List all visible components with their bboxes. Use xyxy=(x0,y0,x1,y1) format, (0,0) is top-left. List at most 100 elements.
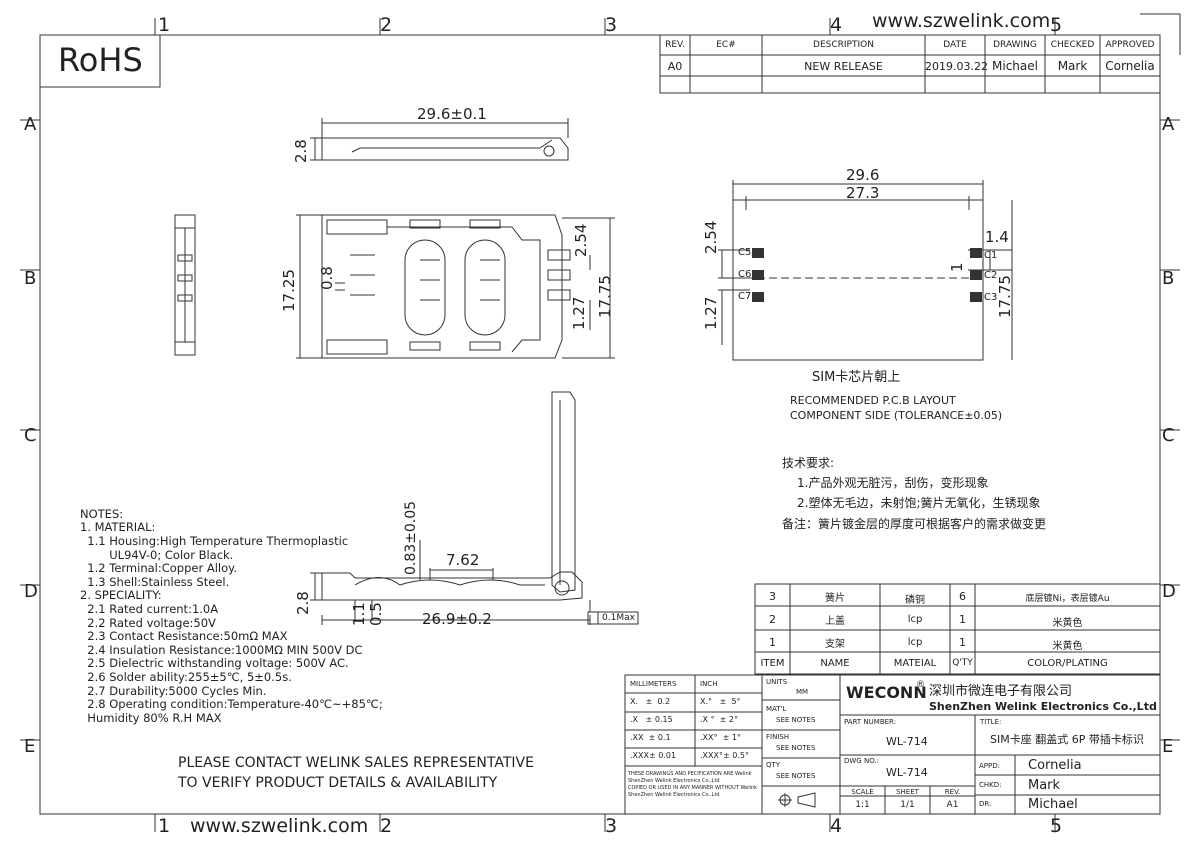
appd-label: APPD: xyxy=(979,762,1000,770)
dim-pcb-1-27: 1.27 xyxy=(702,296,720,330)
pad-label-c5: C5 xyxy=(738,247,752,258)
note-line: 2.4 Insulation Resistance:1000MΩ MIN 500… xyxy=(80,643,363,657)
tol-inch: .XXX°± 0.5° xyxy=(700,751,749,760)
dwg-number-label: DWG NO.: xyxy=(844,757,880,765)
dim-side-762: 7.62 xyxy=(446,551,480,569)
grid-col-5-bottom: 5 xyxy=(1050,815,1063,837)
site-url-bottom[interactable]: www.szwelink.com xyxy=(190,815,369,837)
pcb-note-1: RECOMMENDED P.C.B LAYOUT xyxy=(790,394,956,407)
note-line: 2.1 Rated current:1.0A xyxy=(80,602,219,616)
tol-mm: X. ± 0.2 xyxy=(630,697,671,706)
bom-header-qty: Q'TY xyxy=(952,658,973,668)
note-line: 1.2 Terminal:Copper Alloy. xyxy=(80,561,237,575)
frame-border xyxy=(39,34,1161,815)
company-name-en: ShenZhen Welink Electronics Co.,Ltd xyxy=(929,700,1157,713)
note-line: UL94V-0; Color Black. xyxy=(80,548,234,562)
legal-line: ShenZhen Welink Electronics Co.,Ltd xyxy=(628,792,720,798)
note-line: 1.1 Housing:High Temperature Thermoplast… xyxy=(80,534,349,548)
note-line: 2.2 Rated voltage:50V xyxy=(80,616,216,630)
grid-row-b-right: B xyxy=(1162,268,1175,289)
dim-side-083: 0.83±0.05 xyxy=(403,500,419,575)
dim-pcb-1-4: 1.4 xyxy=(985,228,1009,246)
tol-mm: .XXX± 0.01 xyxy=(630,751,677,760)
legal-line: COPIED OR USED IN ANY MANNER WITHOUT Wel… xyxy=(628,785,758,791)
bom-material: 磷铜 xyxy=(905,595,925,606)
dwg-number: WL-714 xyxy=(886,766,928,779)
bom-item: 1 xyxy=(769,636,776,649)
bom-header-material: MATEIAL xyxy=(893,658,937,669)
grid-row-e-right: E xyxy=(1162,736,1174,757)
dim-front-1-27: 1.27 xyxy=(570,296,588,330)
dim-side-11: 1.1 xyxy=(350,602,368,626)
site-url-top[interactable]: www.szwelink.com xyxy=(872,10,1051,32)
bom-qty: 1 xyxy=(959,613,966,626)
note-line: NOTES: xyxy=(80,507,124,521)
rev-row-approved: Cornelia xyxy=(1105,59,1155,73)
rev-value: A1 xyxy=(946,800,959,810)
dim-top-width: 29.6±0.1 xyxy=(417,105,487,123)
rev-row-date: 2019.03.22 xyxy=(925,60,988,73)
rev-label: REV. xyxy=(944,788,961,796)
flatness-callout: 0.1Max xyxy=(602,613,635,623)
rev-header-checked: CHECKED xyxy=(1050,40,1095,50)
dim-top-height: 2.8 xyxy=(292,139,310,163)
scale-label: SCALE xyxy=(851,788,874,796)
scale-value: 1:1 xyxy=(855,800,870,810)
units-value: MM xyxy=(796,688,809,696)
note-line: 1. MATERIAL: xyxy=(80,520,156,534)
rev-row-drawing: Michael xyxy=(992,59,1038,73)
tol-mm: .X ± 0.15 xyxy=(630,715,673,724)
pcb-outline xyxy=(732,199,984,361)
dim-pcb-inner: 27.3 xyxy=(846,184,880,202)
note-line: 1.3 Shell:Stainless Steel. xyxy=(80,575,230,589)
finish-value: SEE NOTES xyxy=(776,744,816,752)
rev-row-checked: Mark xyxy=(1057,59,1088,73)
dim-front-2-54: 2.54 xyxy=(572,223,590,257)
dr-value: Michael xyxy=(1028,797,1078,812)
qty-value: SEE NOTES xyxy=(776,772,816,780)
dr-label: DR: xyxy=(979,800,992,808)
grid-row-b: B xyxy=(24,268,37,289)
rev-header-desc: DESCRIPTION xyxy=(813,40,874,50)
bom-header-name: NAME xyxy=(820,658,850,669)
note-line: 2.8 Operating condition:Temperature-40℃~… xyxy=(80,697,383,711)
bom-name: 簧片 xyxy=(825,593,845,604)
note-line: 2. SPECIALITY: xyxy=(80,588,162,602)
grid-row-a: A xyxy=(24,114,37,135)
top-profile xyxy=(321,137,569,161)
bom-item: 3 xyxy=(769,590,776,603)
qty-label: QTY xyxy=(766,761,781,769)
side-view-open xyxy=(551,391,576,593)
note-line: 2.7 Durability:5000 Cycles Min. xyxy=(80,684,267,698)
tech-title: 技术要求: xyxy=(782,456,835,470)
rev-header-rev: REV. xyxy=(665,40,685,50)
rohs-box xyxy=(39,34,161,88)
tol-inch: .XX° ± 1° xyxy=(700,733,741,742)
matl-label: MAT'L xyxy=(766,705,787,713)
dim-pcb-17-75: 17.75 xyxy=(996,275,1014,318)
tol-inch: X.° ± 5° xyxy=(700,697,741,706)
grid-col-2-bottom: 2 xyxy=(380,815,393,837)
tech-item-1: 1.产品外观无脏污，刮伤，变形现象 xyxy=(797,476,989,490)
bom-header-plating: COLOR/PLATING xyxy=(1027,658,1108,669)
grid-row-a-right: A xyxy=(1162,114,1175,135)
bom-name: 上盖 xyxy=(825,616,845,627)
bom-plating: 底层镀Ni，表层镀Au xyxy=(1025,594,1110,604)
rev-header-drawing: DRAWING xyxy=(993,40,1037,50)
front-view-body xyxy=(321,214,563,359)
contact-line-1: PLEASE CONTACT WELINK SALES REPRESENTATI… xyxy=(178,755,534,771)
bom-material: lcp xyxy=(907,637,923,648)
grid-col-3-bottom: 3 xyxy=(605,815,618,837)
dim-front-height-right: 17.75 xyxy=(596,275,614,318)
dim-side-28: 2.8 xyxy=(294,591,312,615)
bom-qty: 6 xyxy=(959,590,966,603)
grid-row-c-right: C xyxy=(1162,425,1175,446)
pad-label-c1: C1 xyxy=(984,250,998,261)
grid-col-1: 1 xyxy=(158,14,171,36)
sheet-value: 1/1 xyxy=(900,800,915,810)
bom-item: 2 xyxy=(769,613,776,626)
note-line: 2.3 Contact Resistance:50mΩ MAX xyxy=(80,629,288,643)
note-line: 2.6 Solder ability:255±5℃, 5±0.5s. xyxy=(80,670,292,684)
drawing-title: SIM卡座 翻盖式 6P 带插卡标识 xyxy=(990,733,1144,746)
